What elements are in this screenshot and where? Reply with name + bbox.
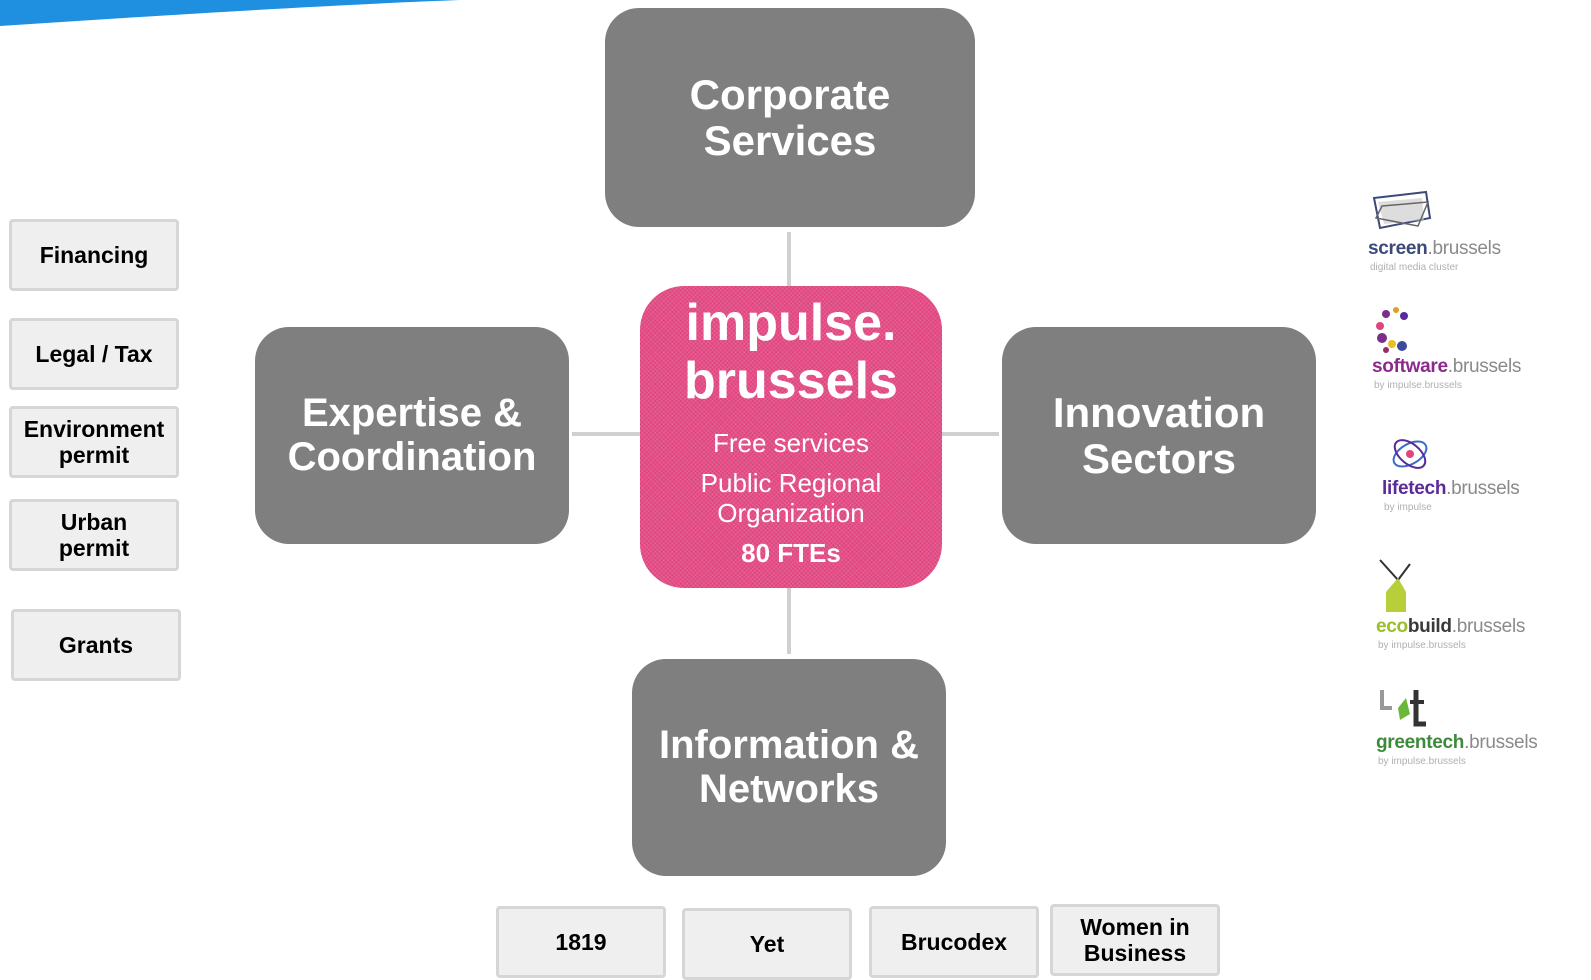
box-environment-permit-line1: Environment [23,416,165,442]
logo-software-prefix: software [1372,356,1448,377]
logo-greentech-prefix: greentech [1376,732,1465,753]
box-yet: Yet [682,908,852,980]
box-yet-label: Yet [749,931,785,957]
hub-top-line2: Services [703,116,877,164]
hub-right-line1: Innovation [1052,389,1266,437]
logo-greentech-tagline: by impulse.brussels [1378,756,1466,767]
box-legal-tax: Legal / Tax [9,318,179,390]
lifetech-icon [1392,439,1428,469]
hub-left-line2: Coordination [287,434,537,479]
center-impulse-brussels: impulse. brussels Free services Public R… [640,286,942,588]
connector-bottom [787,586,791,654]
connector-right [941,432,999,436]
logo-ecobuild-brussels: ecobuild.brussels by impulse.brussels [1376,554,1591,651]
logo-software-brussels: software.brussels by impulse.brussels [1372,304,1591,394]
hub-top-line1: Corporate [689,71,891,119]
center-fte-count: 80 FTEs [741,538,841,568]
screen-icon [1372,190,1432,230]
box-environment-permit: Environment permit [9,406,179,478]
logo-screen-prefix: screen [1368,238,1428,259]
logo-ecobuild-accent: eco [1376,616,1408,637]
box-financing-label: Financing [39,242,149,268]
hub-bottom-line2: Networks [698,766,880,811]
box-urban-permit-line1: Urban [60,509,128,535]
logo-screen-suffix: .brussels [1427,238,1501,259]
logo-lifetech-brussels: lifetech.brussels by impulse [1382,428,1591,518]
box-women-line2: Business [1083,940,1187,966]
box-brucodex: Brucodex [869,906,1039,978]
logo-ecobuild-suffix: .brussels [1451,616,1526,637]
box-brucodex-label: Brucodex [900,929,1008,955]
box-women-line1: Women in [1080,914,1190,940]
logo-greentech-suffix: .brussels [1464,732,1538,753]
hub-left-line1: Expertise & [301,391,523,436]
hub-right-line2: Sectors [1081,434,1237,482]
center-title-line1: impulse. [685,294,897,352]
box-urban-permit-line2: permit [58,535,130,561]
logo-screen-brussels: screen.brussels digital media cluster [1368,188,1591,278]
center-free-services: Free services [712,428,870,458]
logo-screen-tagline: digital media cluster [1370,262,1459,273]
box-urban-permit: Urban permit [9,499,179,571]
center-title-line2: brussels [684,352,898,410]
hub-expertise-coordination: Expertise & Coordination [255,327,569,544]
box-grants: Grants [11,609,181,681]
logo-software-suffix: .brussels [1447,356,1522,377]
box-women-in-business: Women in Business [1050,904,1220,976]
hub-information-networks: Information & Networks [632,659,946,876]
connector-left [572,432,640,436]
top-blue-swoosh [0,0,460,26]
connector-top [787,232,791,288]
hub-innovation-sectors: Innovation Sectors [1002,327,1316,544]
hub-corporate-services: Corporate Services [605,8,975,227]
box-financing: Financing [9,219,179,291]
box-1819-label: 1819 [555,929,607,955]
box-grants-label: Grants [58,632,134,658]
software-icon [1376,307,1408,353]
logo-lifetech-suffix: .brussels [1446,478,1520,499]
hub-bottom-line1: Information & [659,723,919,768]
center-organization: Organization [717,498,865,528]
logo-greentech-brussels: greentech.brussels by impulse.brussels [1376,684,1591,774]
center-public-regional: Public Regional [700,468,882,498]
ecobuild-icon [1379,559,1411,612]
logo-lifetech-prefix: lifetech [1382,478,1447,499]
logo-lifetech-tagline: by impulse [1384,502,1432,513]
logo-software-tagline: by impulse.brussels [1374,380,1462,391]
logo-ecobuild-tagline: by impulse.brussels [1378,640,1466,651]
greentech-icon [1380,690,1426,727]
box-legal-tax-label: Legal / Tax [35,341,153,367]
box-1819: 1819 [496,906,666,978]
box-environment-permit-line2: permit [58,442,130,468]
